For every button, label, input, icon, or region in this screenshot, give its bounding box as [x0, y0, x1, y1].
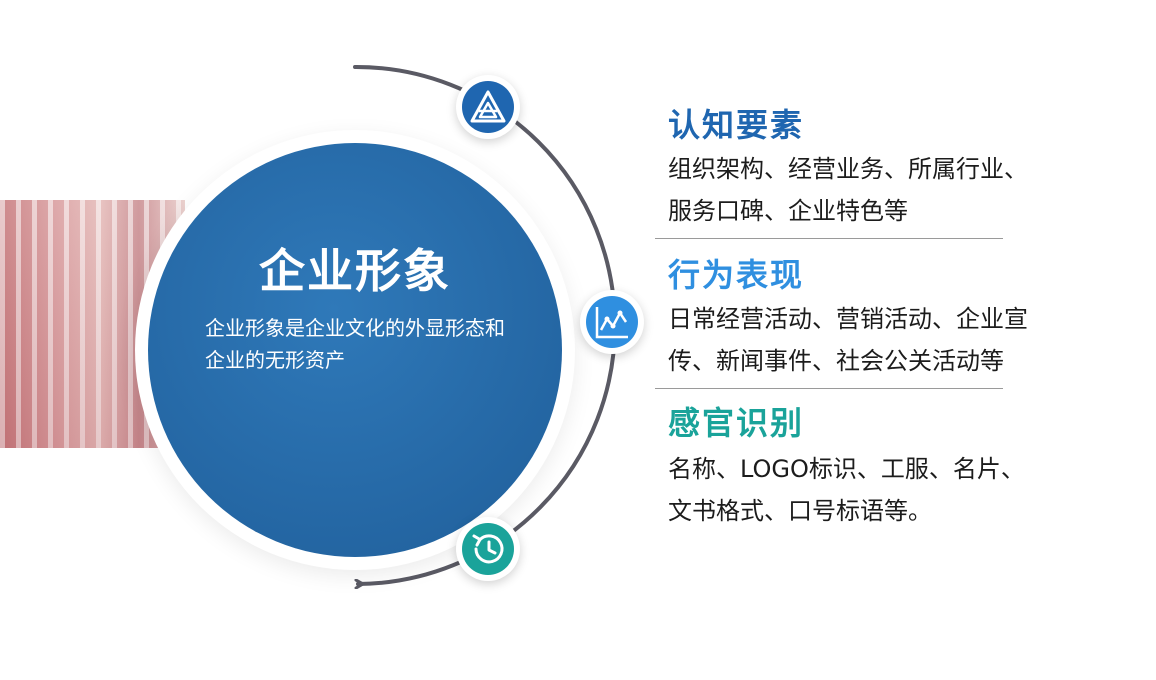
section-body-behavior: 日常经营活动、营销活动、企业宣 传、新闻事件、社会公关活动等	[668, 298, 1138, 382]
center-description: 企业形象是企业文化的外显形态和企业的无形资产	[205, 316, 505, 372]
clock-history-icon	[472, 534, 504, 564]
center-title: 企业形象	[259, 244, 451, 298]
section-heading-sensory: 感官识别	[668, 404, 805, 442]
section-heading-behavior: 行为表现	[668, 256, 805, 294]
triangle-logo-icon	[470, 90, 506, 123]
node-cognition	[456, 75, 520, 139]
section-line: 文书格式、口号标语等。	[668, 497, 932, 525]
section-line: 日常经营活动、营销活动、企业宣	[668, 305, 1028, 333]
section-body-cognition: 组织架构、经营业务、所属行业、 服务口碑、企业特色等	[668, 148, 1138, 232]
line-chart-icon	[595, 307, 628, 339]
node-behavior	[580, 290, 644, 354]
section-line: 服务口碑、企业特色等	[668, 197, 908, 225]
section-divider	[655, 238, 1003, 239]
section-divider	[655, 388, 1003, 389]
section-line: 组织架构、经营业务、所属行业、	[668, 155, 1028, 183]
section-body-sensory: 名称、LOGO标识、工服、名片、 文书格式、口号标语等。	[668, 448, 1138, 532]
node-sensory	[456, 517, 520, 581]
section-line: 名称、LOGO标识、工服、名片、	[668, 455, 1025, 483]
node-behavior-badge	[586, 296, 638, 348]
section-line: 传、新闻事件、社会公关活动等	[668, 347, 1004, 375]
section-heading-cognition: 认知要素	[668, 106, 805, 144]
center-circle	[148, 143, 562, 557]
node-cognition-badge	[462, 81, 514, 133]
